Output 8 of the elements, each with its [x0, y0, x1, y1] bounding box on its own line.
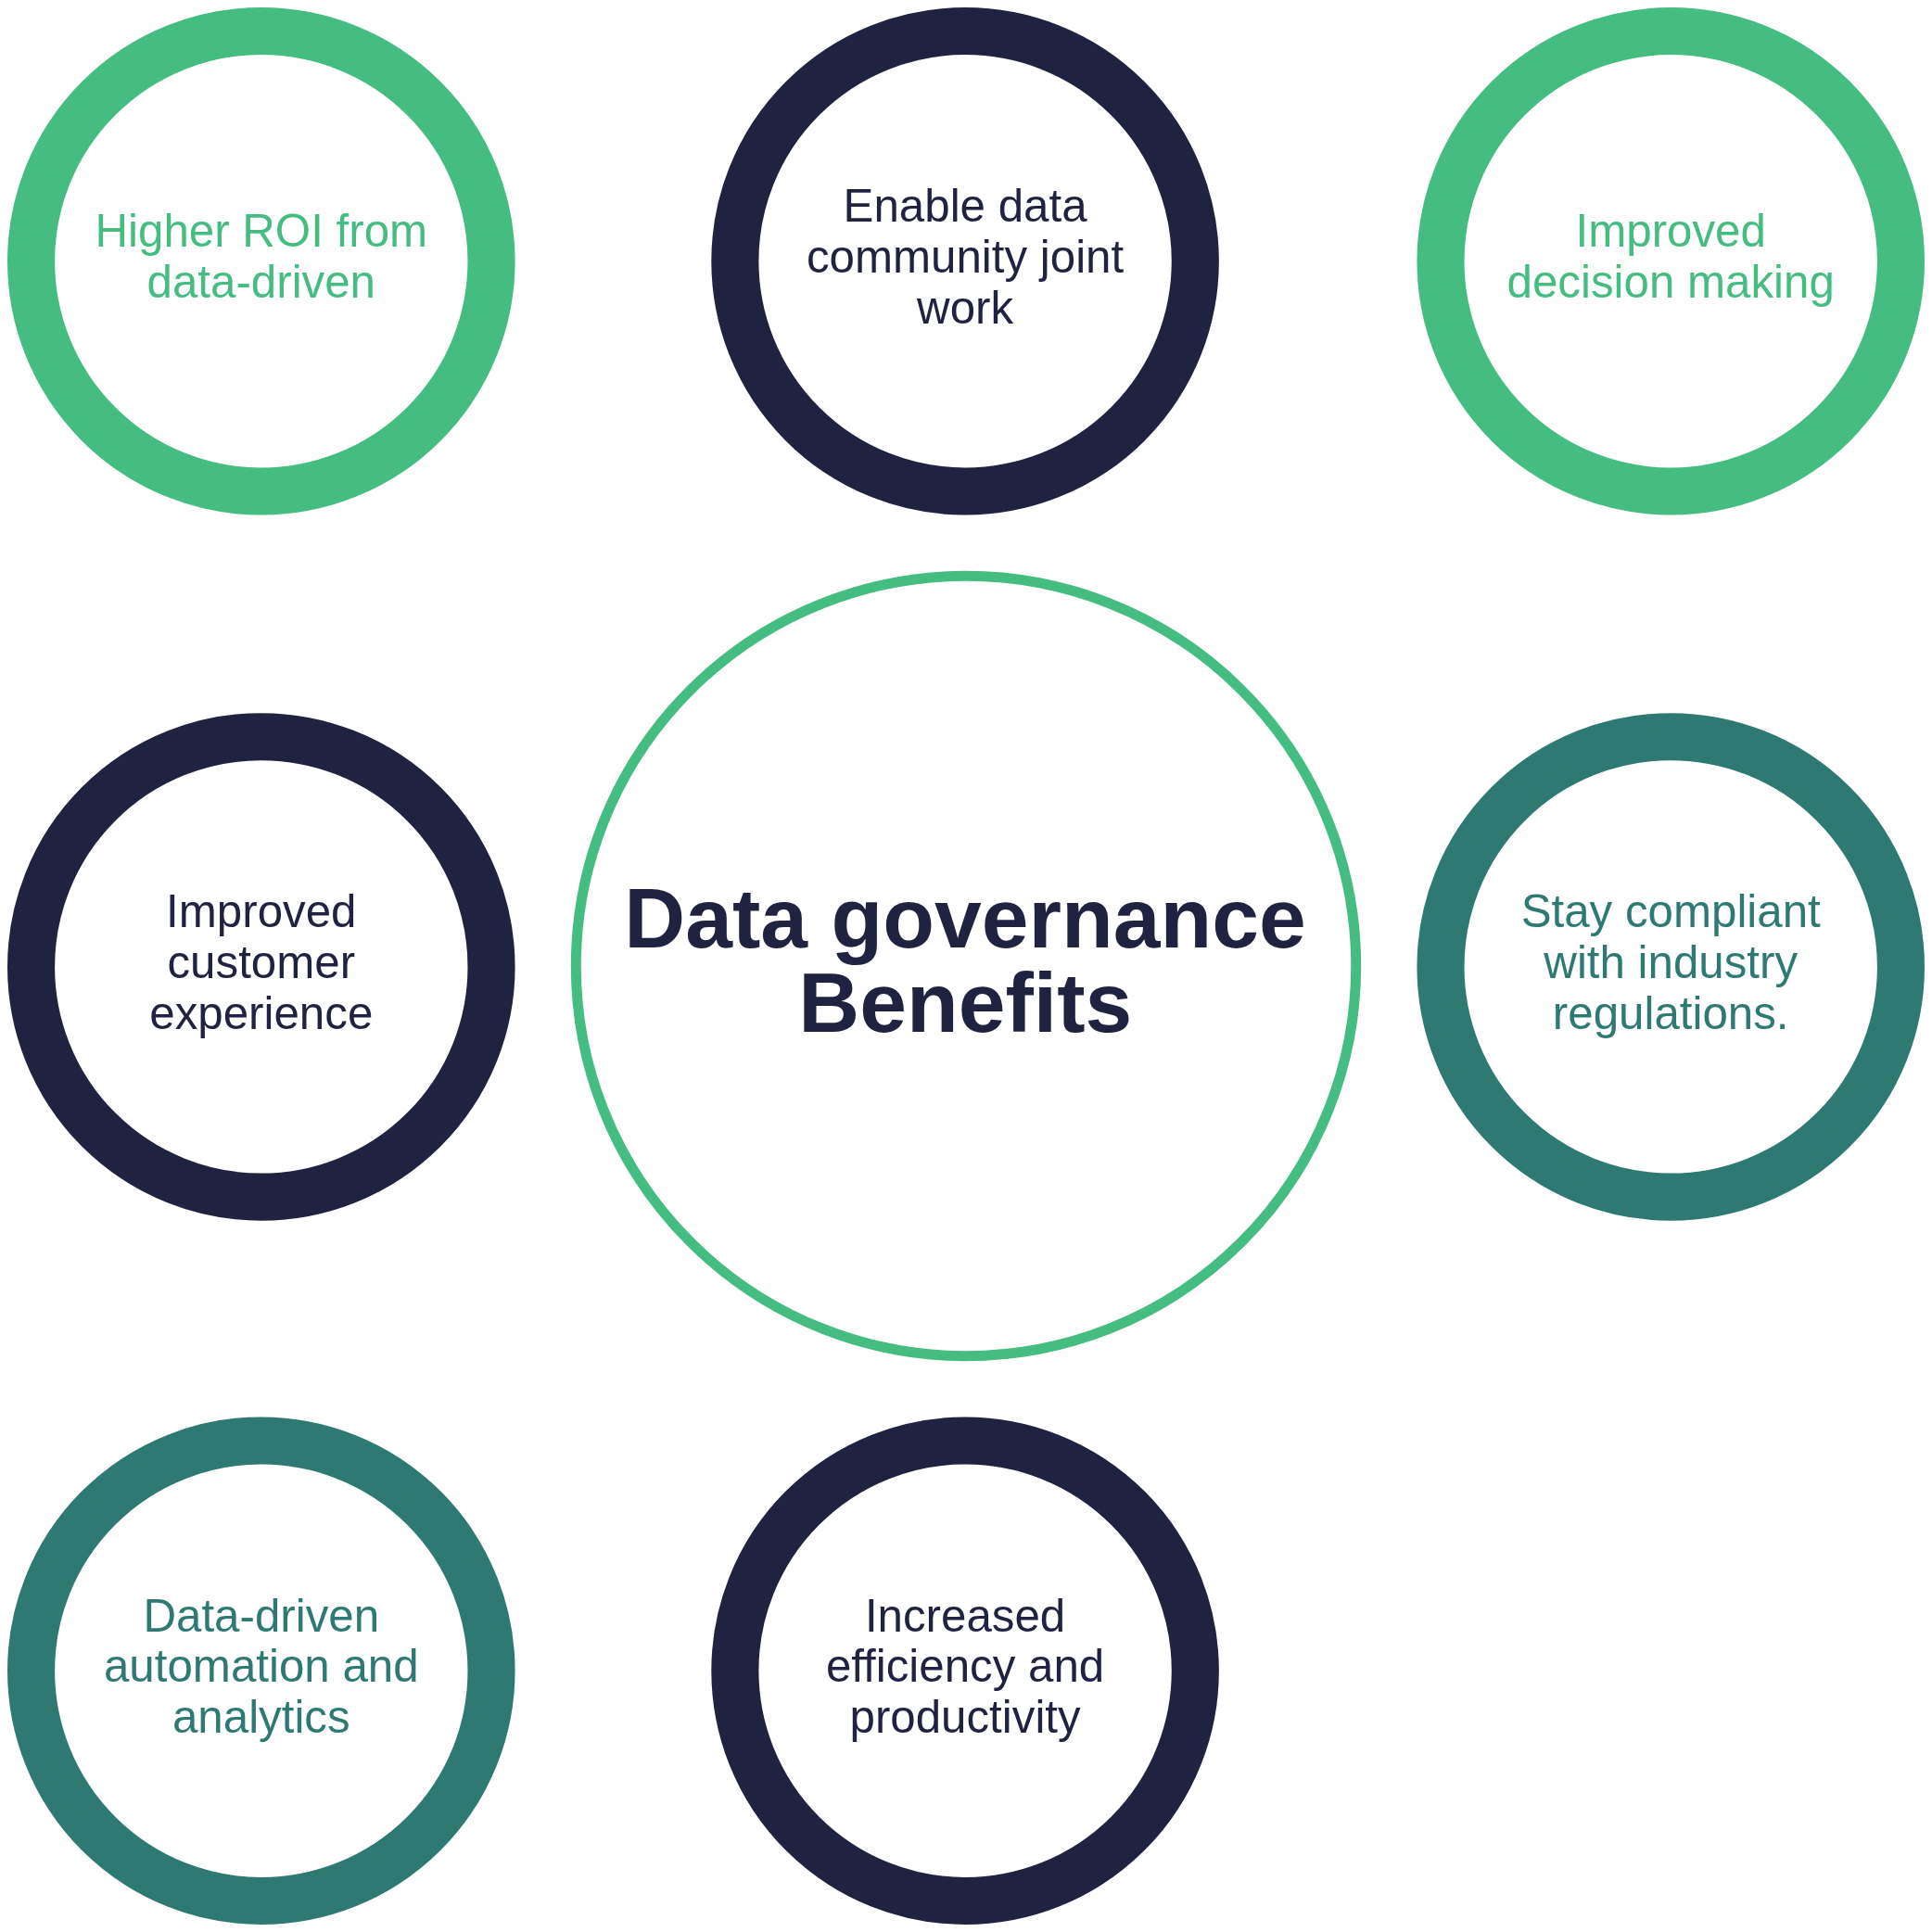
node-circle: Data governance Benefits [570, 570, 1362, 1362]
node-circle: Improved customer experience [7, 713, 515, 1221]
node-circle: Stay compliant with industry regulations. [1417, 713, 1925, 1221]
node-circle: Higher ROI from data-driven [7, 7, 515, 515]
node-circle: Improved decision making [1417, 7, 1925, 515]
node-circle: Enable data community joint work [711, 7, 1219, 515]
node-circle: Data-driven automation and analytics [7, 1417, 515, 1925]
node-circle: Increased efficiency and productivity [711, 1417, 1219, 1925]
